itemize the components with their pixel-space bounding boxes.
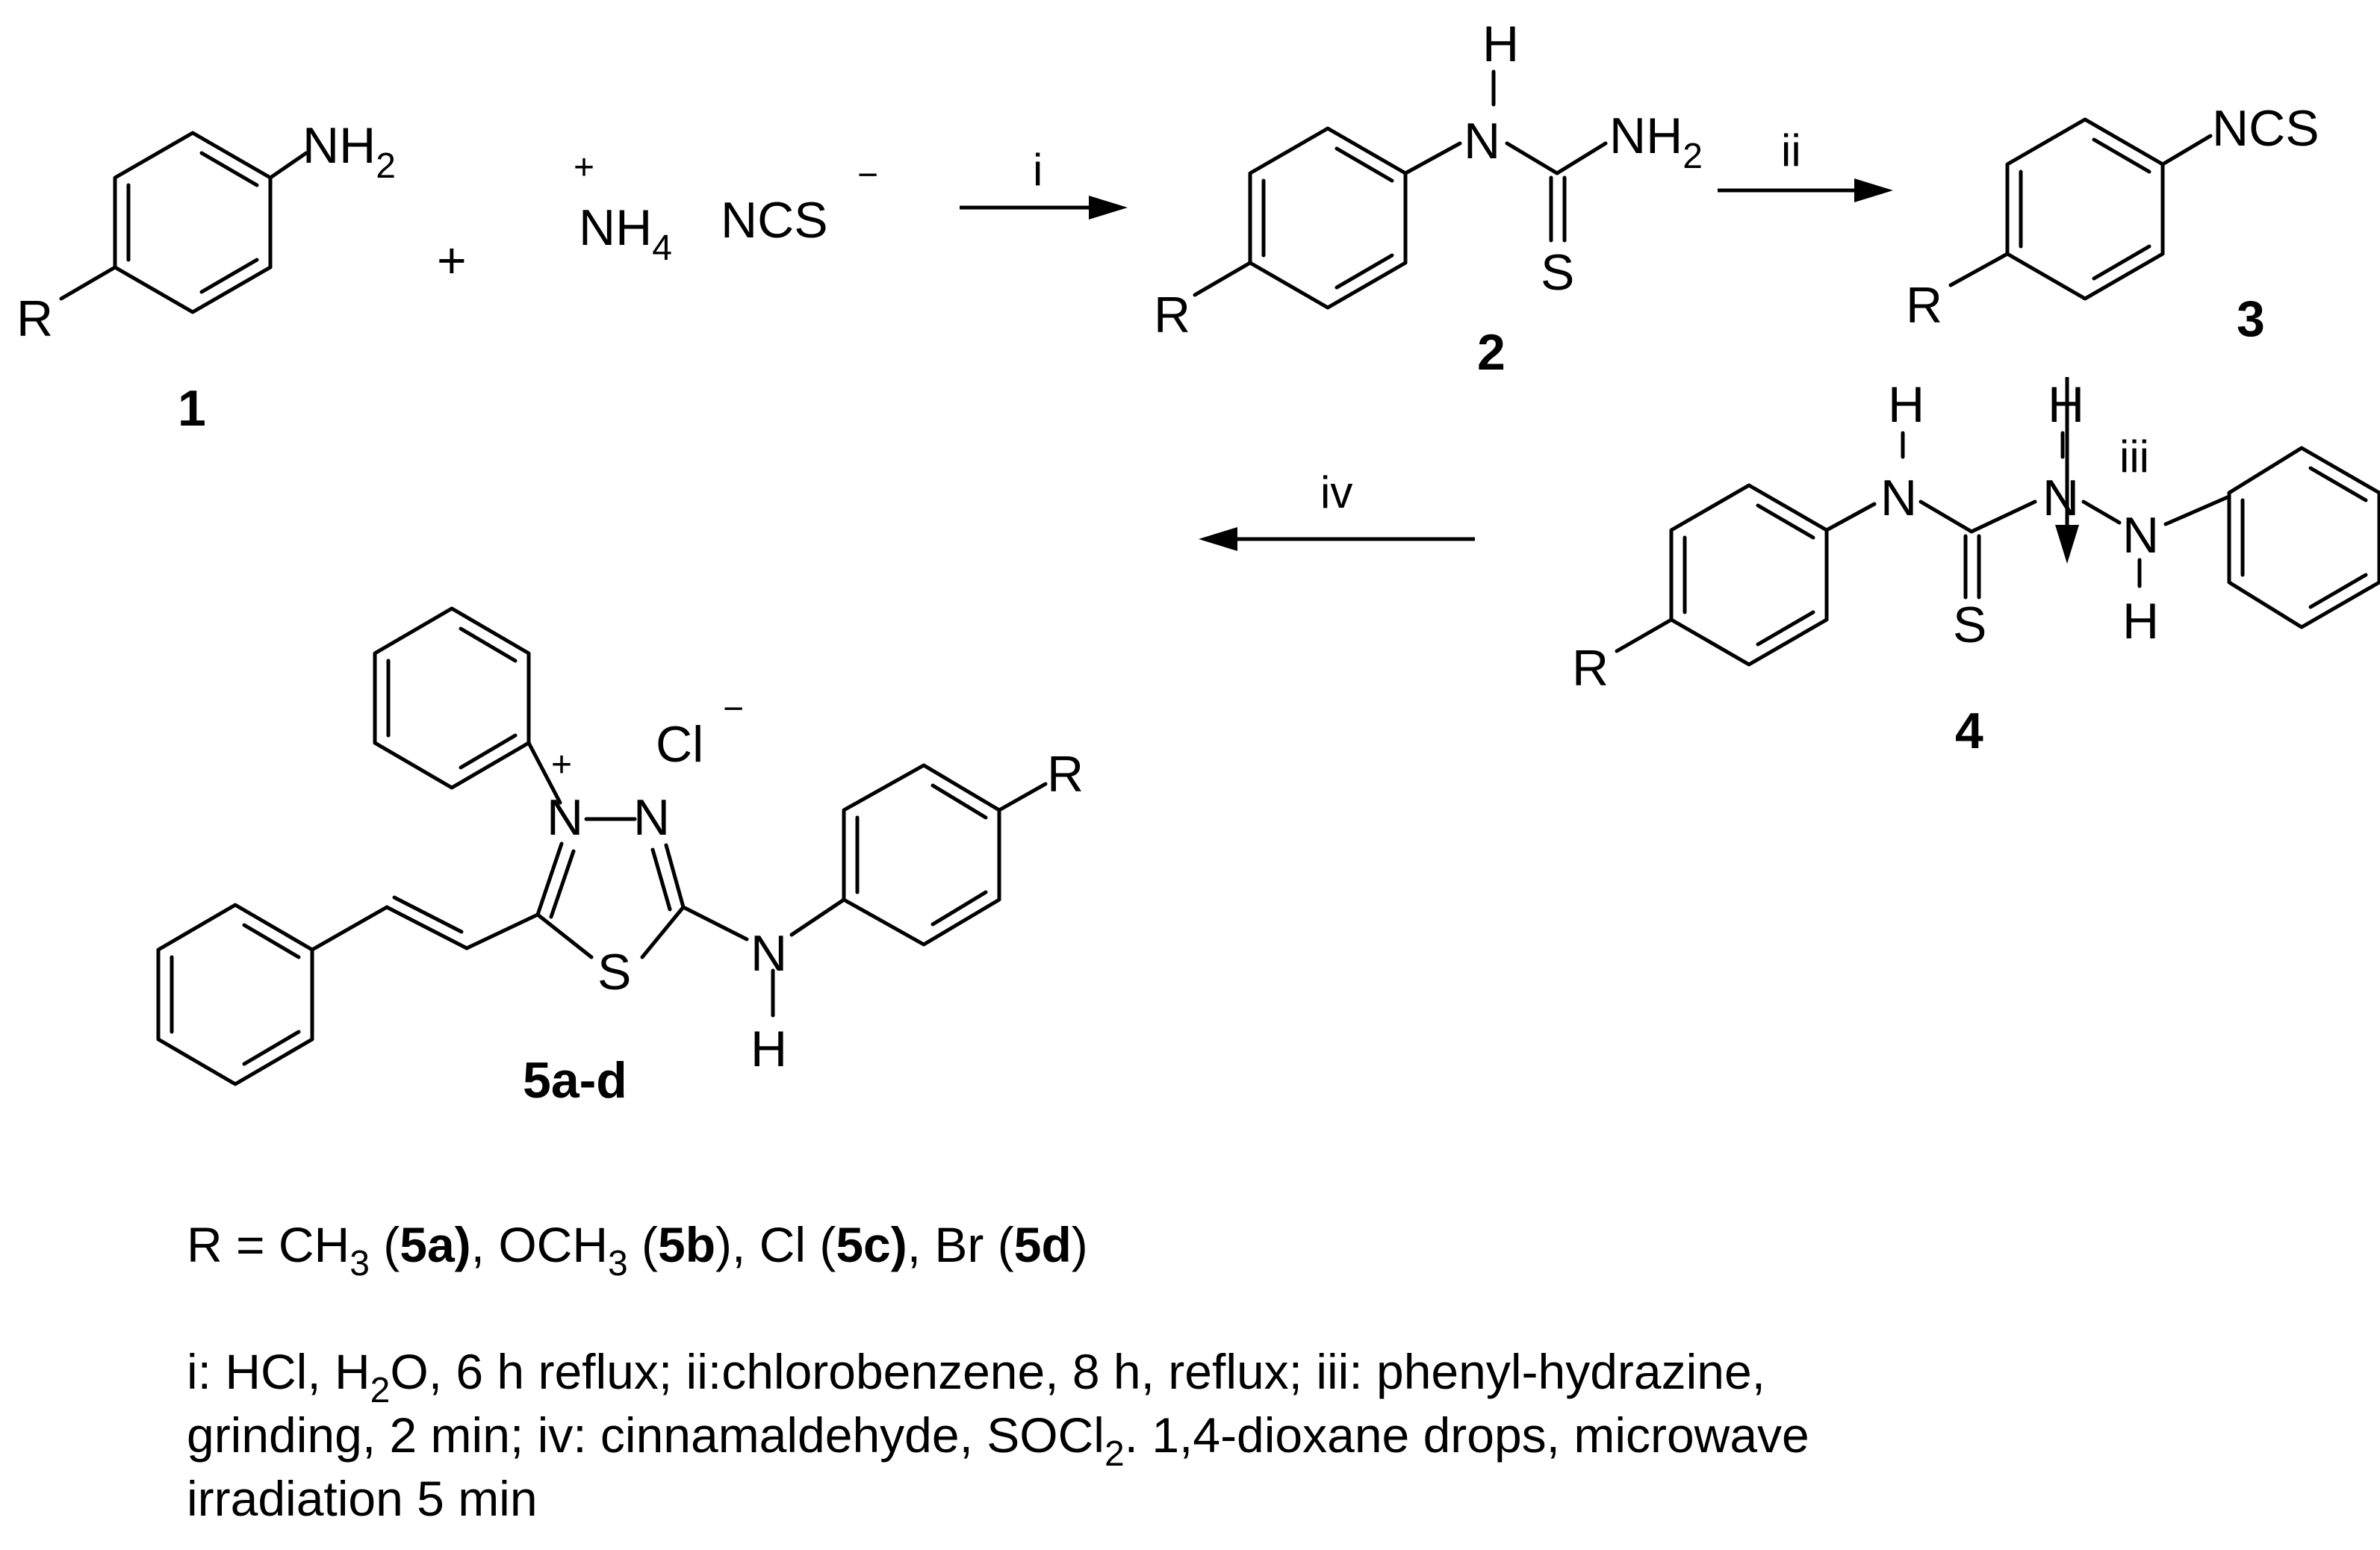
conditions-line-3: irradiation 5 min <box>187 1471 538 1526</box>
thiourea-n: N <box>1464 113 1500 169</box>
compound-5-structure: + N N S N H R Cl − 5a-d <box>156 606 1084 1109</box>
thione-s: S <box>1953 597 1986 653</box>
amine-nh: NH2 <box>302 117 396 186</box>
r-substituent-legend: R = CH3 (5a), OCH3 (5b), Cl (5c), Br (5d… <box>187 1217 1088 1283</box>
compound-label-2: 2 <box>1477 324 1506 381</box>
amide-n: N <box>1880 470 1917 526</box>
compound-label-1: 1 <box>178 380 206 437</box>
step-label-iii: iii <box>2119 432 2149 482</box>
ammonium-charge: + <box>574 148 594 187</box>
arrow-step-ii: ii <box>1718 125 1893 202</box>
plus-sign: + <box>437 232 467 289</box>
compound-4-structure: H N S H N N H R 4 <box>1572 376 2380 759</box>
hydrazine-n1: N <box>2042 470 2079 526</box>
ring-n3: N <box>633 789 670 846</box>
r-substituent: R <box>16 290 53 347</box>
conditions-line-2: grinding, 2 min; iv: cinnamaldehyde, SOC… <box>187 1407 1809 1474</box>
arrow-step-i: i <box>960 145 1128 220</box>
ring-s: S <box>597 944 631 1000</box>
r-substituent: R <box>1906 277 1942 334</box>
ring-n4: N <box>547 789 583 846</box>
thiocyanate: NCS <box>721 192 828 249</box>
thiourea-s: S <box>1541 244 1574 301</box>
hydrazine-n2: N <box>2122 507 2159 564</box>
step-label-i: i <box>1033 145 1043 195</box>
arrow-step-iii: iii <box>2055 377 2149 564</box>
nitrogen-charge: + <box>551 745 572 785</box>
r-substituent: R <box>1047 746 1084 803</box>
step-label-ii: ii <box>1781 125 1801 175</box>
compound-1-structure: NH2 R 1 <box>16 117 396 437</box>
arrow-step-iv: iv <box>1199 467 1475 551</box>
amino-h: H <box>751 1021 787 1077</box>
compound-label-5: 5a-d <box>523 1052 627 1109</box>
thiocyanate-charge: − <box>857 155 878 195</box>
chloride: Cl <box>656 716 703 773</box>
hydrazine-h1: H <box>2048 376 2084 433</box>
r-substituent: R <box>1572 640 1609 697</box>
compound-3-structure: NCS R 3 <box>1906 100 2320 347</box>
thiourea-h: H <box>1482 16 1519 72</box>
amide-h: H <box>1888 376 1924 433</box>
chloride-charge: − <box>723 689 744 729</box>
conditions-line-1: i: HCl, H2O, 6 h reflux; ii:chlorobenzen… <box>187 1344 1765 1410</box>
step-label-iv: iv <box>1320 467 1352 517</box>
isothiocyanate-group: NCS <box>2212 100 2320 157</box>
amino-n: N <box>751 925 787 982</box>
compound-label-4: 4 <box>1955 703 1983 759</box>
compound-2-structure: H N NH2 S R 2 <box>1154 16 1703 381</box>
r-substituent: R <box>1154 287 1190 343</box>
thiourea-nh2: NH2 <box>1609 108 1703 176</box>
ammonium-thiocyanate: + NH4 NCS − <box>574 148 878 268</box>
compound-label-3: 3 <box>2237 290 2265 347</box>
ammonium: NH4 <box>579 199 672 268</box>
hydrazine-h2: H <box>2122 593 2159 650</box>
